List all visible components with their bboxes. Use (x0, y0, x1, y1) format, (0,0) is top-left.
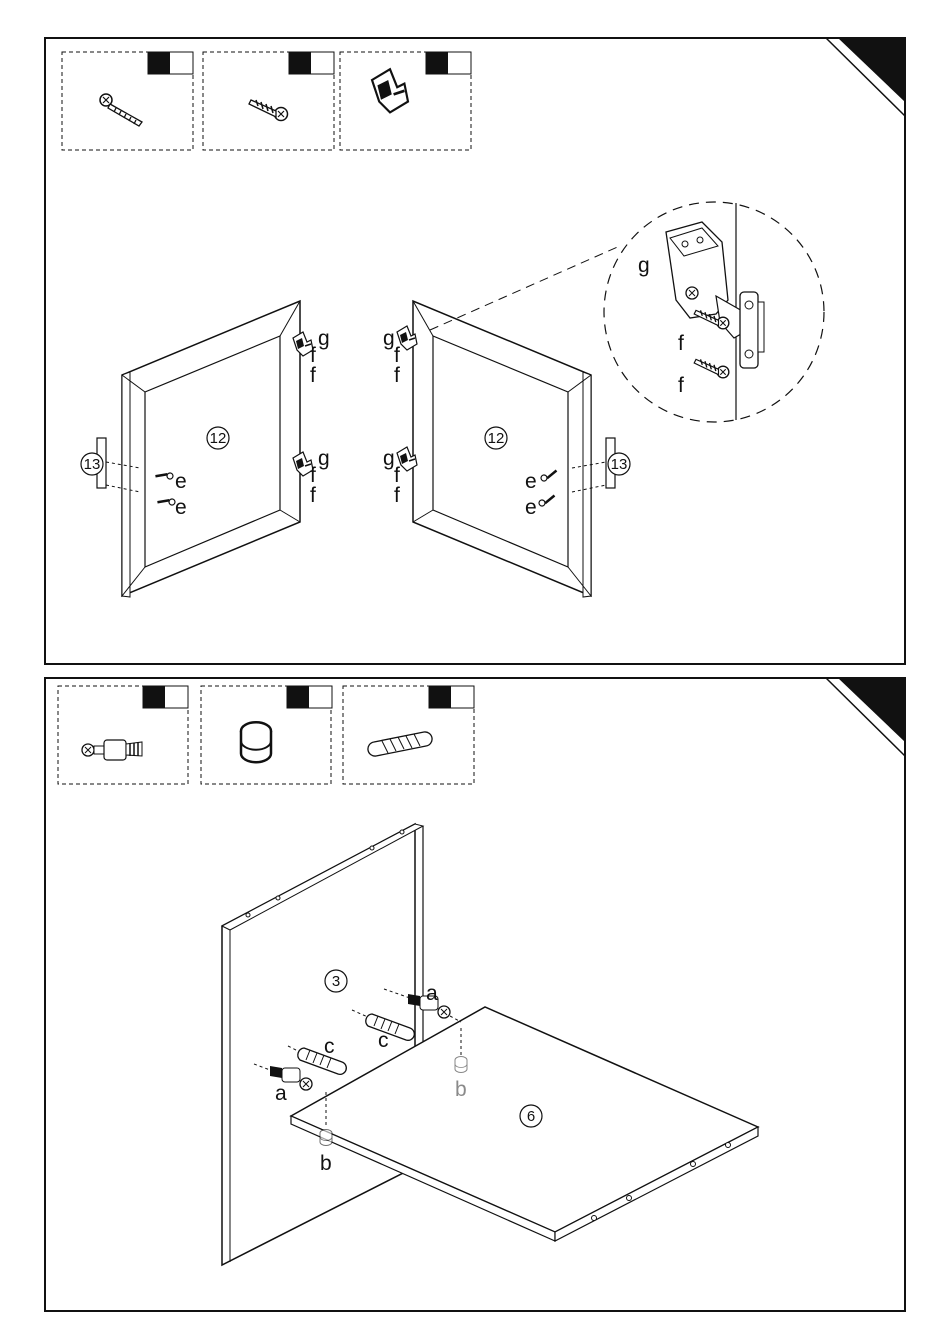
cam-lock-label-upper: b (455, 1078, 467, 1101)
left-hinge-label-top: g (318, 327, 330, 350)
step2-frame (45, 678, 905, 1311)
step1-part-box-1 (62, 52, 193, 150)
step2-part-box-3 (343, 686, 474, 784)
left-hinge-screw-label-4: f (310, 484, 316, 507)
left-handle-screw-label-2: e (175, 496, 187, 519)
left-door (122, 301, 300, 597)
right-door (413, 301, 591, 597)
right-handle-screw-label-1: e (525, 470, 537, 493)
step2-part-box-2 (201, 686, 332, 784)
right-hinge-label-bottom: g (383, 447, 395, 470)
cam-bolt-icon (82, 740, 142, 760)
left-handle-screw-label-1: e (175, 470, 187, 493)
left-hinge-label-bottom: g (318, 447, 330, 470)
step2-part-box-1 (58, 686, 188, 784)
step2-corner-tab (838, 678, 905, 742)
wooden-dowel-icon (368, 732, 432, 756)
right-hinge-label-top: g (383, 327, 395, 350)
wood-screw-icon (249, 100, 288, 121)
cam-lock-icon (241, 722, 271, 762)
right-hinge-screw-label-4: f (394, 484, 400, 507)
left-handle-number: 13 (84, 456, 101, 473)
step1-part-box-3 (340, 52, 471, 150)
cam-lock-upper (455, 1057, 467, 1073)
detail-screw-label-1: f (678, 332, 684, 355)
left-hinge-screw-label-2: f (310, 364, 316, 387)
side-panel (222, 824, 423, 1265)
detail-hinge-label: g (638, 254, 650, 277)
cam-bolt-label-lower: a (275, 1082, 287, 1105)
cam-bolt-label-upper: a (426, 982, 438, 1005)
dowel-label-lower: c (324, 1035, 335, 1058)
hinge-detail-callout (604, 202, 824, 422)
step1-corner-tab (838, 38, 905, 102)
hinge-icon (372, 69, 408, 112)
left-door-number: 12 (210, 430, 227, 447)
right-hinge-screw-label-2: f (394, 364, 400, 387)
step1-part-box-2 (203, 52, 334, 150)
cam-lock-label-lower: b (320, 1152, 332, 1175)
detail-screw-label-2: f (678, 374, 684, 397)
long-screw-icon (100, 94, 142, 126)
side-panel-number: 3 (332, 973, 340, 990)
right-handle-number: 13 (611, 456, 628, 473)
shelf-panel-number: 6 (527, 1108, 535, 1125)
dowel-label-upper: c (378, 1029, 389, 1052)
right-handle-screw-label-2: e (525, 496, 537, 519)
right-door-number: 12 (488, 430, 505, 447)
cam-lock-lower (320, 1130, 332, 1146)
